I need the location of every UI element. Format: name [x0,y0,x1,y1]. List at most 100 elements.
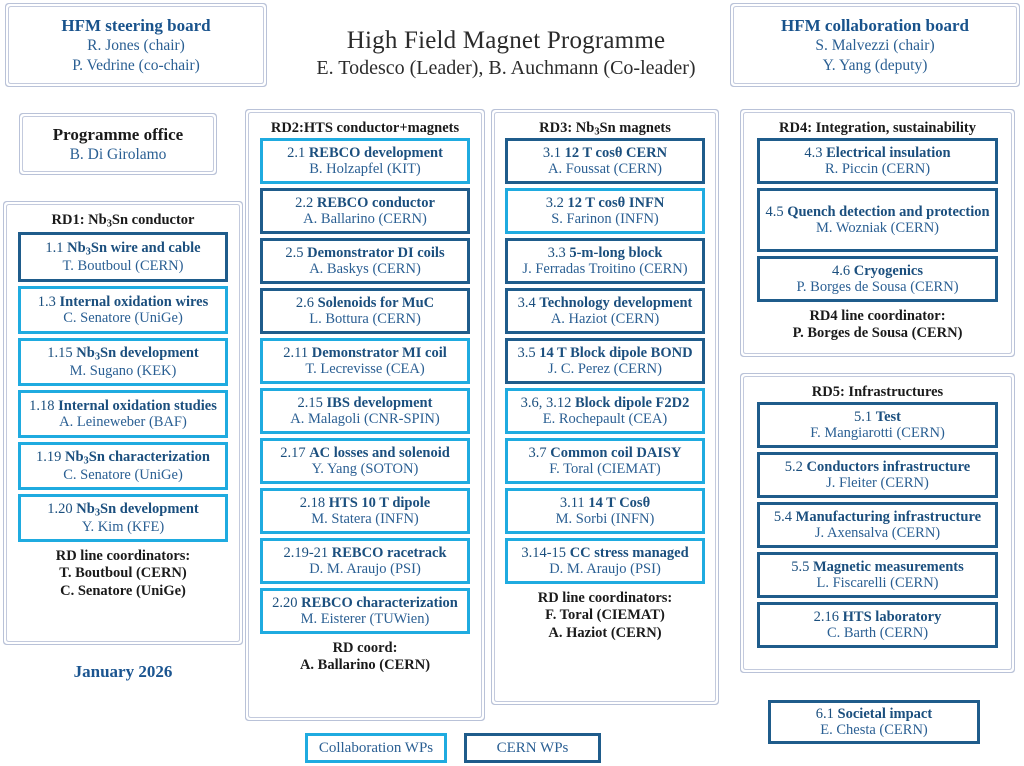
wp-person: M. Eisterer (TUWien) [300,611,430,627]
wp-title: 5.1 Test [762,409,993,425]
programme-title: High Field Magnet Programme [346,27,666,54]
page-title: High Field Magnet Programme E. Todesco (… [276,26,736,81]
wp-title-text: REBCO development [308,144,443,161]
wp-person: A. Ballarino (CERN) [303,211,427,227]
wp-title-text: REBCO racetrack [331,544,447,561]
legend-cern-wps[interactable]: CERN WPs [464,733,601,763]
wp-title-text: Common coil DAISY [550,444,682,461]
legend-collaboration-wps[interactable]: Collaboration WPs [305,733,447,763]
wp-title: 1.15 Nb3Sn development [23,345,223,363]
programme-leaders: E. Todesco (Leader), B. Auchmann (Co-lea… [316,57,696,79]
wp-number: 2.11 [283,344,312,361]
rd3-header: RD3: Nb3Sn magnets [539,120,671,138]
wp-title: 2.16 HTS laboratory [762,609,993,625]
wp-title: 2.19-21 REBCO racetrack [265,545,465,561]
wp-title: 2.1 REBCO development [265,145,465,161]
collaboration-board-member-0: S. Malvezzi (chair) [815,37,935,55]
wp-title-text: REBCO characterization [301,594,458,611]
wp-number: 2.5 [285,244,308,261]
wp-title: 3.1 12 T cosθ CERN [510,145,700,161]
wp-person: J. Axensalva (CERN) [814,525,941,541]
wp-title-text: AC losses and solenoid [309,444,450,461]
wp-person: E. Rochepault (CEA) [542,411,668,427]
wp-number: 3.6, 3.12 [520,394,575,411]
wp-number: 3.5 [517,344,540,361]
wp-title: 1.19 Nb3Sn characterization [23,449,223,467]
wp-title-text: Nb3Sn characterization [65,448,210,467]
rd1-header: RD1: Nb3Sn conductor [51,212,195,230]
rd3-coordinator-0: RD line coordinators: [537,590,673,606]
wp-number: 2.19-21 [283,544,332,561]
rd4-header: RD4: Integration, sustainability [779,120,976,136]
rd4-coordinator-0: RD4 line coordinator: [809,308,946,324]
wp-title-text: Nb3Sn development [76,500,199,519]
steering-board-member-1: P. Vedrine (co-chair) [72,56,200,74]
wp-number: 1.3 [37,293,60,310]
rd3-coordinators: RD line coordinators:F. Toral (CIEMAT)A.… [500,590,710,642]
wp-title: 5.4 Manufacturing infrastructure [762,509,993,525]
wp-title: 4.5 Quench detection and protection [762,204,993,220]
wp-person: A. Baskys (CERN) [309,261,421,277]
rd2-coordinators: RD coord:A. Ballarino (CERN) [254,640,476,675]
rd3-coordinator-2: A. Haziot (CERN) [548,624,662,641]
wp-person: C. Senatore (UniGe) [63,466,183,483]
wp-person: T. Lecrevisse (CEA) [305,361,425,377]
programme-office-box: Programme office B. Di Girolamo [24,118,212,170]
wp-title-text: Nb3Sn development [76,344,199,363]
wp-title-text: Block dipole F2D2 [574,394,690,411]
wp-person: Y. Kim (KFE) [81,518,165,535]
wp-person: B. Holzapfel (KIT) [309,161,421,177]
steering-board-heading: HFM steering board [61,16,211,35]
wp-title: 2.18 HTS 10 T dipole [265,495,465,511]
wp-title: 2.11 Demonstrator MI coil [265,345,465,361]
wp-title: 4.6 Cryogenics [762,263,993,279]
wp-title: 2.17 AC losses and solenoid [265,445,465,461]
wp-title-text: Magnetic measurements [813,558,964,575]
wp-number: 3.1 [542,144,565,161]
wp-person: R. Piccin (CERN) [824,161,931,177]
wp-title-text: IBS development [326,394,433,411]
wp-societal-impact[interactable]: 6.1 Societal impact E. Chesta (CERN) [768,700,980,744]
wp-number: 3.3 [547,244,570,261]
wp-person: J. Fleiter (CERN) [826,475,929,491]
wp-number: 1.19 [36,448,65,465]
wp-number: 2.2 [295,194,317,211]
wp-title: 2.2 REBCO conductor [265,195,465,211]
wp-title-text: Conductors infrastructure [806,458,971,475]
wp-title-text: Demonstrator DI coils [307,244,445,261]
wp-person: F. Mangiarotti (CERN) [810,425,945,441]
